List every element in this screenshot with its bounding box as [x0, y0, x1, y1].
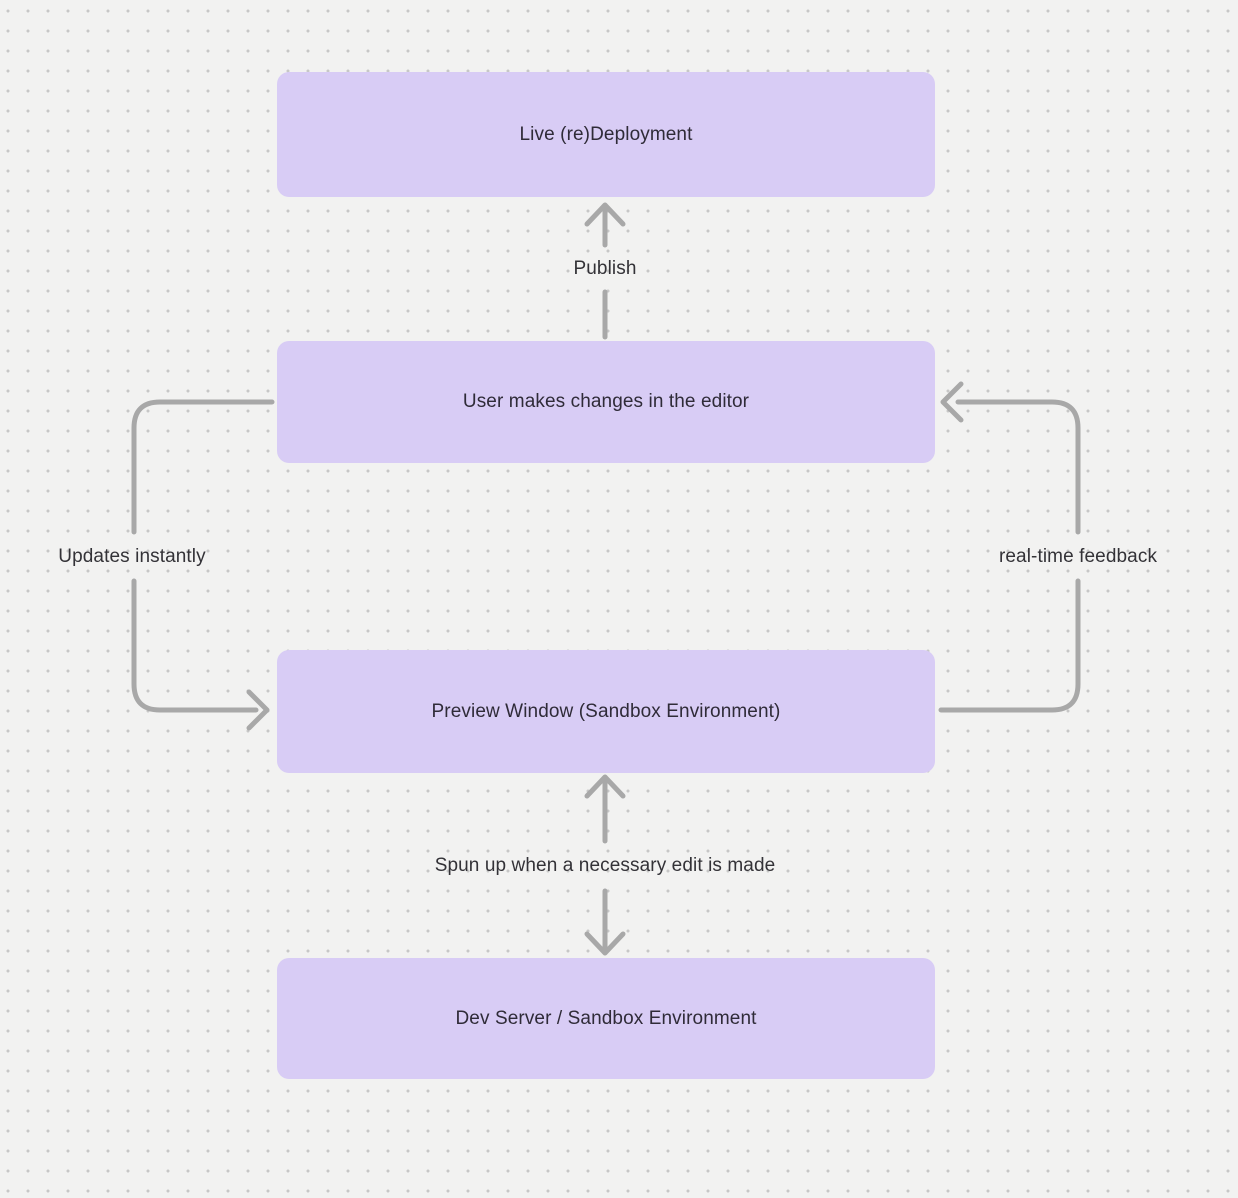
edge-label-spun-up: Spun up when a necessary edit is made [434, 855, 776, 876]
node-dev-server[interactable]: Dev Server / Sandbox Environment [277, 958, 935, 1079]
edge-label-updates-instantly: Updates instantly [58, 546, 206, 567]
node-preview-window[interactable]: Preview Window (Sandbox Environment) [277, 650, 935, 773]
edge-label-real-time-feedback: real-time feedback [998, 546, 1158, 567]
node-user-editor-label: User makes changes in the editor [462, 391, 750, 412]
node-live-deployment[interactable]: Live (re)Deployment [277, 72, 935, 197]
edge-label-publish: Publish [573, 258, 637, 279]
node-live-deployment-label: Live (re)Deployment [519, 123, 693, 145]
edge-spun-up-arrow[interactable] [584, 774, 626, 956]
node-preview-window-label: Preview Window (Sandbox Environment) [431, 700, 781, 722]
edge-real-time-feedback-arrow[interactable] [938, 381, 1081, 713]
edge-updates-instantly-arrow[interactable] [131, 399, 275, 731]
edge-publish-arrow[interactable] [584, 202, 626, 340]
node-dev-server-label: Dev Server / Sandbox Environment [455, 1007, 757, 1029]
node-user-editor[interactable]: User makes changes in the editor [277, 341, 935, 463]
